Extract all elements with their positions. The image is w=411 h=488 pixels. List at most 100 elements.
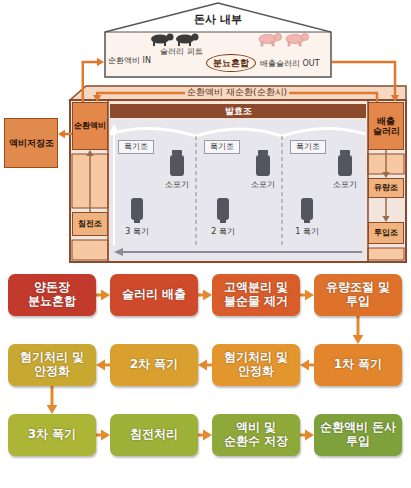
part-label: 순환액비 IN (108, 57, 151, 66)
arrow-head (203, 290, 212, 301)
process-box: 혐기처리 및 안정화 (8, 344, 96, 386)
connector-line (385, 198, 387, 216)
node-text: 순환액비 돈사 투입 (319, 421, 397, 449)
connector (58, 130, 72, 138)
aeration-zone: 폭기조 (290, 140, 326, 154)
connector-line (332, 62, 395, 95)
node-text: 양돈장 분뇨혼합 (13, 281, 91, 309)
process-box: 고액분리 및 불순물 제거 (212, 274, 300, 316)
arrow-head (58, 130, 65, 138)
storage-tank: 액비저장조 (4, 118, 58, 168)
connector (83, 58, 104, 102)
node-text: 분뇨혼합 (213, 58, 249, 68)
aeration-zone: 폭기조 (204, 140, 240, 154)
connector (353, 316, 364, 344)
node-text: 돈사 내부 (194, 14, 242, 27)
arrow-head (203, 430, 212, 441)
node-text: 3차 폭기 (28, 428, 77, 442)
node-text: 2차 폭기 (130, 358, 179, 372)
tank-compartment: 침전조 (72, 212, 108, 236)
connector-line (300, 434, 305, 437)
node-text: 슬러리 배출 (122, 288, 186, 302)
connector (382, 198, 389, 222)
part-label: 1 폭기 (292, 228, 322, 237)
node-text: 폭기조 (296, 142, 320, 151)
partition (196, 136, 282, 246)
node-text: 침전조 (78, 219, 102, 228)
process-box: 슬러리 배출 (110, 274, 198, 316)
part-label: 2 폭기 (208, 228, 238, 237)
node-text: 발효조 (225, 106, 252, 116)
connector-line (357, 316, 360, 335)
process-box: 유량조절 및 투입 (314, 274, 402, 316)
process-box: 액비 및 순환수 저장 (212, 414, 300, 456)
edge-label: 순환액비 재순환(순환시) (185, 88, 289, 98)
compartment (368, 248, 404, 260)
connector (96, 290, 110, 301)
connector (198, 360, 212, 371)
aerators (131, 150, 352, 223)
node-text: 유량조절 및 투입 (319, 281, 397, 309)
part-label: 배출슬러리 OUT (260, 60, 320, 69)
tank-compartment: 투입조 (368, 222, 404, 244)
connector-line (51, 386, 54, 405)
part-label: 3 폭기 (122, 228, 152, 237)
connector (47, 386, 58, 414)
arrow-head (97, 58, 104, 66)
connector (332, 62, 399, 102)
connector-line (65, 133, 72, 136)
connector (86, 150, 93, 212)
flow-arrow (110, 124, 362, 256)
pink-pigs (259, 34, 309, 47)
node-text: 혐기처리 및 안정화 (13, 351, 91, 379)
arrow-head (96, 360, 105, 371)
node-text: 1차 폭기 (334, 358, 383, 372)
wall (108, 100, 368, 262)
arrow-head (101, 430, 110, 441)
node-text: 침전처리 (130, 428, 178, 442)
connector-line (385, 150, 387, 172)
roof-fill (104, 2, 332, 32)
aeration-floor (110, 120, 366, 260)
connector-line (198, 294, 203, 297)
part-label: 소포기 (330, 181, 360, 190)
barn-eave (105, 32, 331, 33)
tank-compartment: 배출 슬러리 (368, 102, 404, 150)
process-box: 순환액비 돈사 투입 (314, 414, 402, 456)
dark-pigs (151, 34, 199, 47)
process-box: 양돈장 분뇨혼합 (8, 274, 96, 316)
node-text: 고액분리 및 불순물 제거 (217, 281, 295, 309)
connector (198, 430, 212, 441)
arrow-head (353, 335, 364, 344)
fermentation-band: 발효조 (110, 104, 366, 118)
mixing-oval: 분뇨혼합 (206, 54, 256, 72)
node-text: 액비저장조 (9, 138, 54, 148)
node-text: 순환액비 (74, 121, 106, 130)
process-box: 혐기처리 및 안정화 (212, 344, 300, 386)
arrow-head (391, 95, 399, 102)
tank-compartment: 순환액비 (72, 102, 108, 150)
connector-line (96, 294, 101, 297)
process-box: 3차 폭기 (8, 414, 96, 456)
tank (70, 86, 406, 262)
tank-body (70, 100, 406, 262)
connector (300, 360, 314, 371)
connector (300, 290, 314, 301)
part-label: 슬러리 피트 (160, 48, 203, 57)
connector-line (300, 294, 305, 297)
node-text: 유량조 (374, 183, 398, 192)
compartment (72, 240, 108, 260)
node-text: 액비 및 순환수 저장 (217, 421, 295, 449)
connector (96, 360, 110, 371)
arrow-head (47, 405, 58, 414)
part-label: 소포기 (248, 181, 278, 190)
barn-floor (104, 32, 332, 78)
arrow-head (93, 95, 101, 102)
connector (300, 430, 314, 441)
connector (198, 290, 212, 301)
connector (96, 430, 110, 441)
arrow-head (86, 150, 93, 156)
arrow-head (305, 430, 314, 441)
part-label: 소포기 (162, 181, 192, 190)
connector-line (96, 434, 101, 437)
